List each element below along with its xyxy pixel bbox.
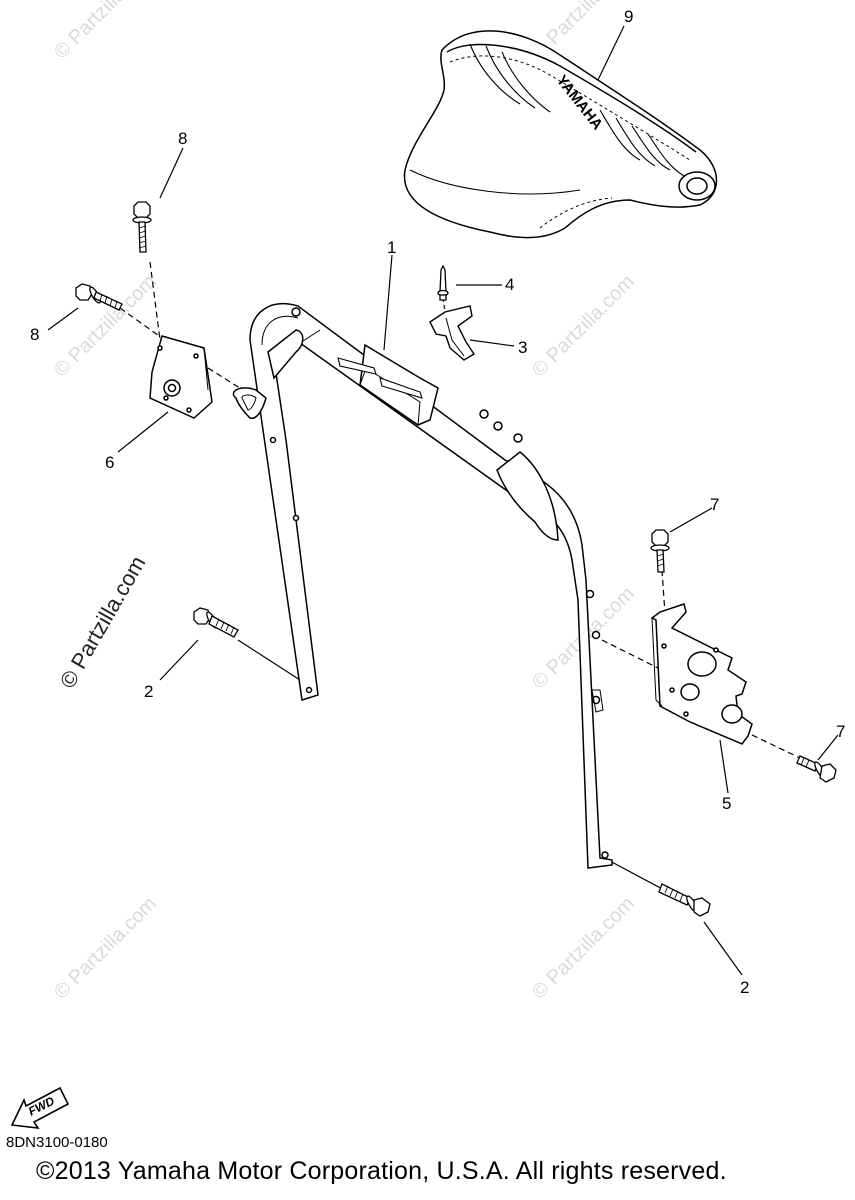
callout-labels: 1 2 2 3 4 5 6 7 7 8 8 9 [30,7,845,997]
callout-2: 2 [740,978,749,997]
callout-7: 7 [836,722,845,741]
bolt-8-vertical [132,201,152,253]
right-bracket [650,603,753,745]
bolt-2-left [193,607,239,638]
callout-1: 1 [387,238,396,257]
callout-3: 3 [518,338,527,357]
callout-8: 8 [30,325,39,344]
bolt-7-horizontal [796,755,837,783]
left-bracket [149,335,267,420]
watermark-main: © Partzilla.com [55,552,151,693]
callout-4: 4 [505,275,514,294]
callout-7: 7 [710,495,719,514]
callout-6: 6 [105,453,114,472]
bolt-8-horizontal [75,283,123,311]
handle-pole [249,303,613,869]
rivet [437,264,449,301]
callout-8: 8 [178,129,187,148]
watermark: © Partzilla.com [50,893,161,1004]
watermark: © Partzilla.com [528,893,639,1004]
callout-9: 9 [624,7,633,26]
callout-5: 5 [722,794,731,813]
clip [429,305,475,361]
drawing-code: 8DN3100-0180 [6,1134,108,1151]
watermark: © Partzilla.com [50,271,161,382]
copyright-notice: ©2013 Yamaha Motor Corporation, U.S.A. A… [36,1157,727,1185]
leader-lines [47,25,839,976]
fwd-arrow-icon: FWD [10,1086,70,1129]
bolt-2-right [658,883,711,917]
callout-2: 2 [144,682,153,701]
bolt-7-vertical [650,529,670,573]
watermark: © Partzilla.com [528,271,639,382]
watermark: © Partzilla.com [50,0,161,64]
seat-cushion: YAMAHA [403,30,718,239]
